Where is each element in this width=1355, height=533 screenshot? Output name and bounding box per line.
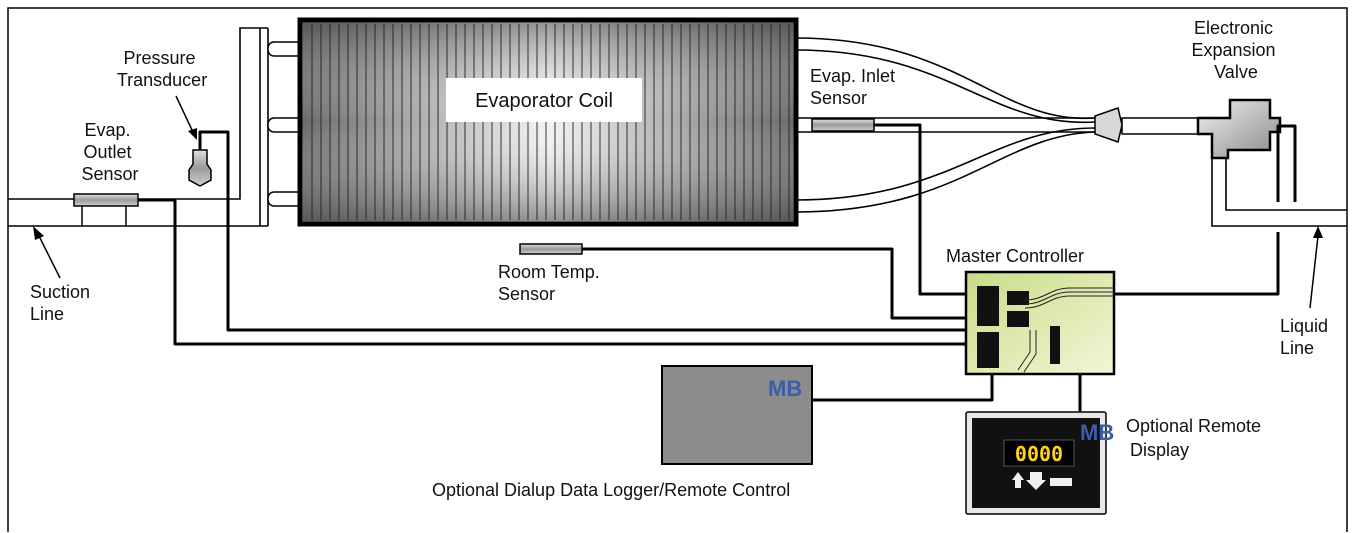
valve-wire-upper (1276, 124, 1297, 202)
master-controller (964, 270, 1116, 376)
master-controller-label: Master Controller (946, 246, 1084, 266)
evaporator-coil-label-box (446, 78, 642, 122)
logger-wire (812, 374, 994, 402)
expansion-valve (1196, 98, 1282, 160)
enter-key-icon (1050, 478, 1072, 486)
room-temp-sensor-label: Room Temp. Sensor (498, 262, 605, 304)
suction-line-label: Suction Line (30, 282, 95, 324)
dialup-logger-label: Optional Dialup Data Logger/Remote Contr… (432, 480, 790, 500)
transducer-arrow (175, 95, 197, 140)
distributor-tubes (795, 37, 1203, 213)
room-temp-sensor (519, 243, 970, 320)
liquid-arrow (1309, 226, 1323, 309)
evap-outlet-sensor-label: Evap. Outlet Sensor (81, 120, 138, 184)
display-logo: MB (1080, 420, 1114, 445)
pressure-transducer-label: Pressure Transducer (117, 48, 207, 90)
down-arrow-icon (1026, 472, 1046, 490)
remote-display: MB 0000 (965, 411, 1114, 515)
diagram-frame (7, 7, 1348, 532)
dialup-data-logger: MB (661, 365, 813, 465)
up-arrow-icon (1012, 472, 1024, 488)
remote-display-label: Optional Remote Display (1126, 416, 1266, 460)
pressure-transducer (188, 130, 970, 332)
liquid-line-pipe (1211, 158, 1347, 227)
evap-inlet-sensor (811, 118, 970, 296)
evaporator-coil: Evaporator Coil (297, 17, 799, 227)
evap-inlet-sensor-label: Evap. Inlet Sensor (810, 66, 900, 108)
evap-outlet-sensor (73, 193, 970, 346)
logger-logo: MB (768, 376, 802, 401)
display-readout: 0000 (1015, 442, 1063, 466)
liquid-line-label: Liquid Line (1280, 316, 1333, 358)
distributor-body (1094, 107, 1123, 143)
evaporator-coil-label: Evaporator Coil (475, 90, 613, 112)
suction-arrow (33, 226, 61, 279)
expansion-valve-label: Electronic Expansion Valve (1191, 18, 1280, 82)
valve-wire (1114, 232, 1280, 296)
